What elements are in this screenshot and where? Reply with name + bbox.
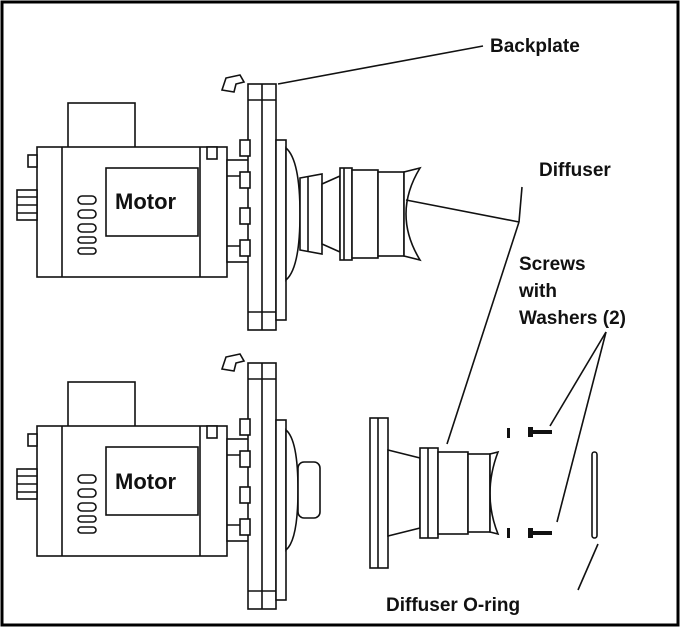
backplate-leader-line [277, 45, 484, 85]
top-pump-assembly: Motor [16, 45, 523, 331]
diffuser-removed [369, 417, 500, 569]
screws-leader-line-top [549, 331, 607, 427]
bottom-pump-assembly: Motor [16, 221, 607, 610]
capacitor-box-bottom [67, 381, 136, 429]
screws-label-line2: with [518, 281, 557, 302]
diffuser-o-ring-label: Diffuser O-ring [386, 595, 520, 616]
diffuser-leader-line-top [405, 199, 520, 223]
motor-label-bottom: Motor [115, 469, 177, 494]
backplate-bottom [220, 353, 287, 610]
motor-label-box-bottom [105, 446, 199, 516]
screws-label-line1: Screws [519, 254, 586, 275]
capacitor-box-top [67, 102, 136, 150]
oring-leader-line [577, 543, 599, 591]
diffuser-label: Diffuser [539, 160, 611, 181]
diffuser-o-ring [591, 451, 598, 539]
backplate-top [220, 74, 287, 331]
backplate-label: Backplate [490, 36, 580, 57]
diffuser-top [321, 166, 422, 262]
motor-vent-slots-bottom [77, 474, 97, 534]
diffuser-leader-line-bottom [446, 221, 520, 445]
screws-with-washers [507, 427, 552, 538]
motor-vent-slots-top [77, 195, 97, 255]
motor-label-box-top [105, 167, 199, 237]
screws-leader-line-bottom [556, 331, 607, 523]
screws-label-line3: Washers (2) [519, 308, 626, 329]
motor-label-top: Motor [115, 189, 177, 214]
